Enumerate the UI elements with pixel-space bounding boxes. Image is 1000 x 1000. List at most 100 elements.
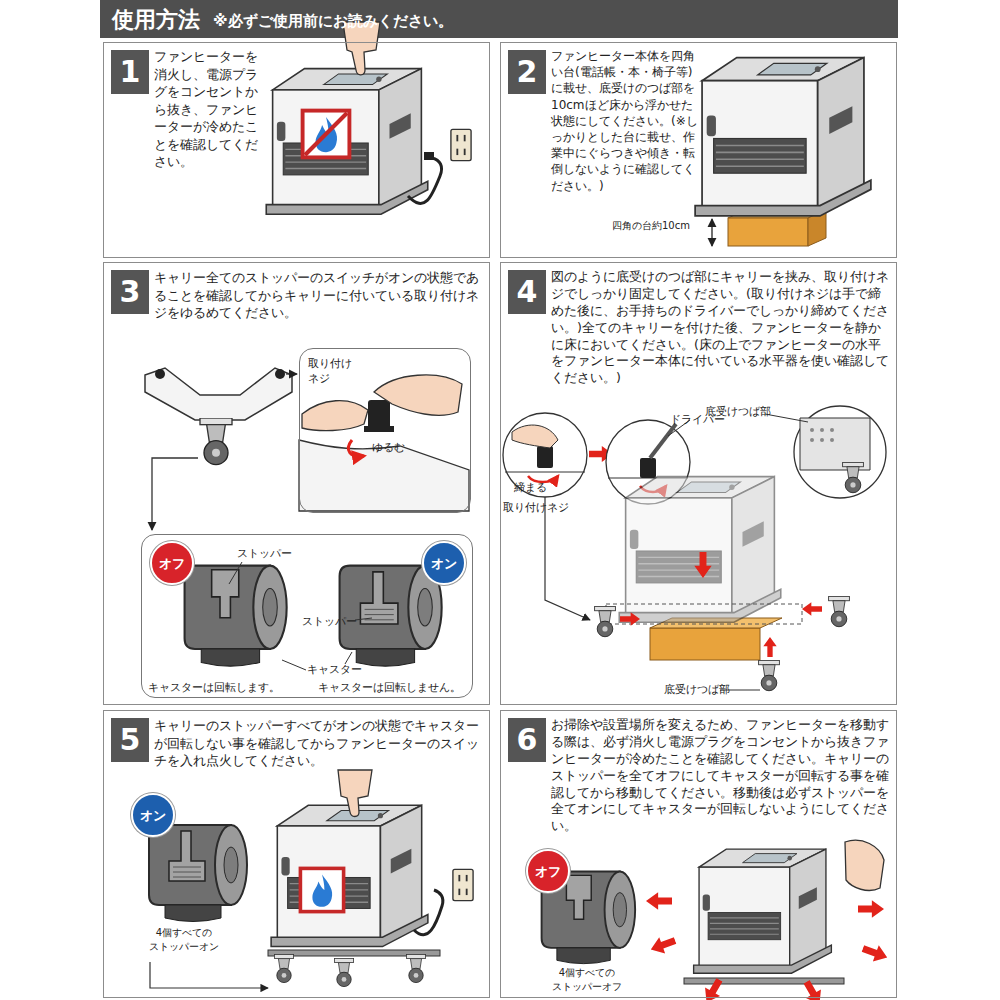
header-note: ※必ずご使用前にお読みください。 [213, 11, 453, 31]
carrier-mounting-illustration [810, 438, 814, 442]
step-number: 3 [111, 270, 149, 314]
heater-moving-illustration [799, 977, 827, 1000]
heater-moving-illustration [845, 840, 884, 890]
step-number: 5 [111, 718, 149, 762]
heater-unplugged-illustration [408, 158, 442, 203]
heater-ignition-illustration [271, 805, 428, 946]
direction-label: ゆるむ [372, 441, 405, 456]
carrier-mounting-illustration [640, 458, 656, 478]
stopper-closeup-illustration [345, 652, 352, 664]
heater-ignition-illustration [453, 869, 473, 900]
instruction-text: キャリーのストッパーすべてがオンの状態でキャスターが回転しない事を確認してからフ… [154, 717, 484, 770]
on-badge: オン [131, 793, 175, 837]
carrier-bracket-illustration [145, 368, 292, 420]
heater-ignition-illustration [274, 955, 293, 983]
heater-unplugged-illustration [266, 69, 428, 215]
heater-moving-illustration [699, 975, 727, 1000]
carrier-mounting-illustration [843, 462, 864, 492]
part-label: 取り付けネジ [503, 500, 569, 514]
carrier-mounting-illustration [650, 628, 760, 660]
step-panel: キャリーのストッパーすべてがオンの状態でキャスターが回転しない事を確認してからフ… [103, 710, 490, 998]
screw-loosen-illustration [302, 401, 368, 431]
heater-on-stand-illustration [728, 218, 808, 246]
header-band [100, 0, 898, 38]
carrier-mounting-illustration [595, 606, 616, 636]
carrier-mounting-illustration [830, 438, 834, 442]
stopper-inset: ストッパーストッパーキャスターキャスターは回転します。キャスターは回転しません。… [141, 534, 473, 698]
heater-unplugged-illustration [424, 152, 434, 160]
direction-label: 締まる [514, 480, 547, 494]
carrier-mounting-illustration [810, 428, 834, 442]
carrier-mounting-illustration [694, 552, 711, 578]
heater-ignition-illustration [406, 955, 425, 983]
screw-loosen-illustration [368, 400, 390, 430]
carrier-mounting-illustration [759, 660, 780, 690]
screw-loosen-illustration [364, 426, 394, 432]
part-label: キャスター [307, 663, 362, 678]
heater-moving-illustration [648, 932, 678, 957]
instruction-text: ファンヒーター本体を四角い台(電話帳・本・椅子等)に載せ、底受けのつば部を10c… [551, 48, 699, 194]
instruction-text: 図のように底受けのつば部にキャリーを挟み、取り付けネジでしっかり固定してください… [551, 269, 891, 387]
carrier-mounting-illustration [810, 428, 814, 432]
stopper-closeup-illustration [229, 562, 242, 584]
step-number: 1 [111, 50, 149, 94]
carrier-mounting-illustration [802, 602, 822, 615]
carrier-mounting-illustration [820, 438, 824, 442]
step-number: 6 [508, 718, 546, 762]
heater-ignition-illustration [334, 959, 353, 987]
state-caption: 4個すべての ストッパーオフ [541, 966, 633, 993]
carrier-mounting-illustration [545, 497, 590, 620]
heater-moving-illustration [542, 840, 891, 1000]
carrier-mounting-illustration [820, 428, 824, 432]
carrier-bracket-illustration [275, 369, 285, 379]
carrier-mounting-illustration [505, 472, 585, 473]
heater-ignition-illustration [300, 868, 343, 911]
carrier-mounting-illustration [503, 406, 886, 691]
heater-moving-illustration [858, 900, 884, 917]
instruction-text: お掃除や設置場所を変えるため、ファンヒーターを移動する際は、必ず消火し電源プラグ… [551, 717, 891, 835]
stopper-closeup-illustration [185, 566, 287, 667]
step-number-box: 5 [111, 718, 149, 762]
heater-moving-illustration [646, 892, 672, 909]
step-number-box: 4 [508, 270, 546, 314]
heater-ignition-illustration [150, 962, 268, 988]
carrier-mounting-illustration [650, 424, 676, 458]
screw-loosen-illustration [348, 440, 364, 456]
step-number: 2 [508, 50, 546, 94]
heater-ignition-illustration [149, 825, 247, 922]
screw-loosen-illustration [299, 440, 469, 511]
step-number-box: 2 [508, 50, 546, 94]
heater-unplugged-illustration [451, 129, 471, 160]
badge-label: オン [424, 543, 464, 583]
instruction-text: キャリー全てのストッパーのスイッチがオンの状態であることを確認してからキャリーに… [154, 269, 484, 322]
part-label: 底受けつば部 [664, 682, 730, 696]
screw-loosen-illustration [374, 375, 462, 415]
heater-ignition-illustration [149, 770, 473, 988]
stopper-closeup-illustration [355, 618, 372, 620]
state-caption: キャスターは回転します。 [148, 680, 280, 694]
carrier-mounting-illustration [512, 425, 558, 448]
state-caption: キャスターは回転しません。 [318, 680, 461, 694]
step-panel: 図のように底受けのつば部にキャリーを挟み、取り付けネジでしっかり固定してください… [500, 262, 897, 705]
heater-ignition-illustration [338, 770, 372, 817]
step-number: 4 [508, 270, 546, 314]
page-title: 使用方法 [112, 5, 200, 35]
badge-label: オフ [152, 543, 192, 583]
carrier-bracket-illustration [286, 373, 297, 374]
carrier-bracket-illustration [155, 369, 165, 379]
badge-label: オフ [528, 851, 568, 891]
badge-label: オン [133, 795, 173, 835]
carrier-mounting-illustration [619, 477, 781, 623]
carrier-mounting-illustration [829, 596, 850, 626]
step-panel: ファンヒーター本体を四角い台(電話帳・本・椅子等)に載せ、底受けのつば部を10c… [500, 42, 897, 258]
screw-inset: 取り付け ネジゆるむ [299, 348, 471, 513]
carrier-mounting-illustration [537, 446, 553, 468]
heater-on-stand-illustration [695, 58, 871, 216]
part-label: ストッパー [237, 547, 292, 562]
header-band [100, 0, 898, 38]
step-panel: ファンヒーターを消火し、電源プラグをコンセントから抜き、ファンヒーターが冷めたこ… [103, 42, 490, 258]
carrier-bracket-illustration [145, 368, 297, 530]
